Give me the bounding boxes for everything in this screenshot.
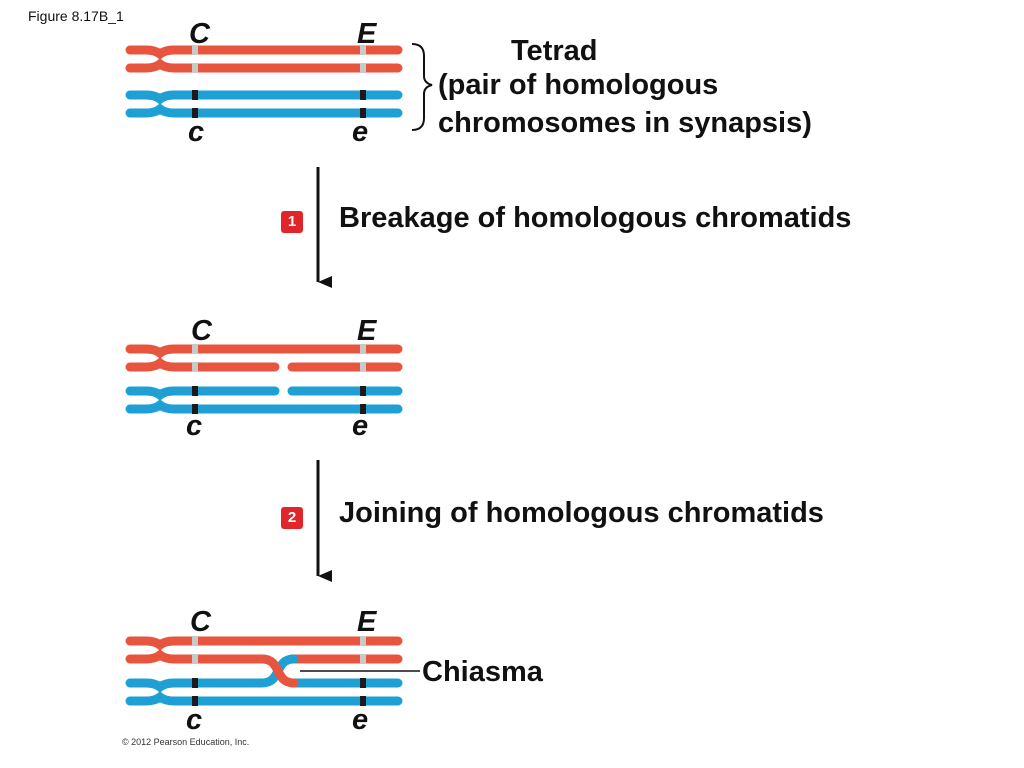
red-chromatid-top <box>125 45 403 60</box>
gene-label-E: E <box>357 18 377 50</box>
band-c-bottom <box>192 404 198 414</box>
red-chromatid-top <box>125 344 403 359</box>
band-E-top <box>360 45 366 55</box>
band-E-bottom <box>360 362 366 372</box>
chiasma-label: Chiasma <box>422 656 543 688</box>
band-C-bottom <box>192 362 198 372</box>
step-2-badge: 2 <box>281 507 303 529</box>
blue-chromatid-bottom <box>125 103 403 118</box>
crossover-red-to-blue <box>125 649 299 688</box>
step-1-badge: 1 <box>281 211 303 233</box>
gene-label-c: c <box>186 410 203 442</box>
gene-label-e: e <box>352 410 369 442</box>
band-e-top <box>360 386 366 396</box>
gene-label-C: C <box>191 315 212 347</box>
red-chromatid-top <box>125 636 403 651</box>
tetrad-stage-1 <box>125 43 433 131</box>
band-E-top <box>360 344 366 354</box>
band-E-bottom <box>360 63 366 73</box>
band-e-top <box>360 90 366 100</box>
copyright-notice: © 2012 Pearson Education, Inc. <box>122 737 250 747</box>
band-C-top <box>192 636 198 646</box>
band-c-top <box>192 678 198 688</box>
blue-chromatid-top-left <box>125 386 280 401</box>
red-chromatid-bottom-left <box>125 357 280 372</box>
gene-label-e: e <box>352 704 369 736</box>
gene-label-c: c <box>188 116 205 148</box>
tetrad-description-line1: (pair of homologous <box>438 69 719 101</box>
band-C-top <box>192 344 198 354</box>
step-2-label: Joining of homologous chromatids <box>339 497 824 529</box>
tetrad-description-line2: chromosomes in synapsis) <box>438 107 812 139</box>
blue-chromatid-top <box>125 90 403 105</box>
red-chromosome <box>125 45 403 73</box>
band-E-bottom <box>360 654 366 664</box>
band-e-bottom <box>360 404 366 414</box>
red-chromatid-bottom <box>125 58 403 73</box>
band-C-top <box>192 45 198 55</box>
step-1-label: Breakage of homologous chromatids <box>339 202 852 234</box>
gene-label-e: e <box>352 116 369 148</box>
band-C-bottom <box>192 63 198 73</box>
band-e-top <box>360 678 366 688</box>
band-c-bottom <box>192 696 198 706</box>
band-c-bottom <box>192 108 198 118</box>
tetrad-brace <box>411 43 433 131</box>
tetrad-stage-2 <box>125 344 403 414</box>
band-e-bottom <box>360 696 366 706</box>
figure-label: Figure 8.17B_1 <box>28 8 124 24</box>
blue-chromosome <box>125 90 403 118</box>
blue-chromatid-bottom <box>125 691 403 706</box>
band-E-top <box>360 636 366 646</box>
tetrad-title: Tetrad <box>511 35 598 67</box>
blue-chromatid-bottom <box>125 399 403 414</box>
band-c-top <box>192 90 198 100</box>
gene-label-E: E <box>357 315 377 347</box>
tetrad-stage-3 <box>125 636 420 706</box>
gene-label-E: E <box>357 606 377 638</box>
gene-label-c: c <box>186 704 203 736</box>
band-C-bottom <box>192 654 198 664</box>
band-e-bottom <box>360 108 366 118</box>
band-c-top <box>192 386 198 396</box>
gene-label-C: C <box>189 18 210 50</box>
gene-label-C: C <box>190 606 211 638</box>
